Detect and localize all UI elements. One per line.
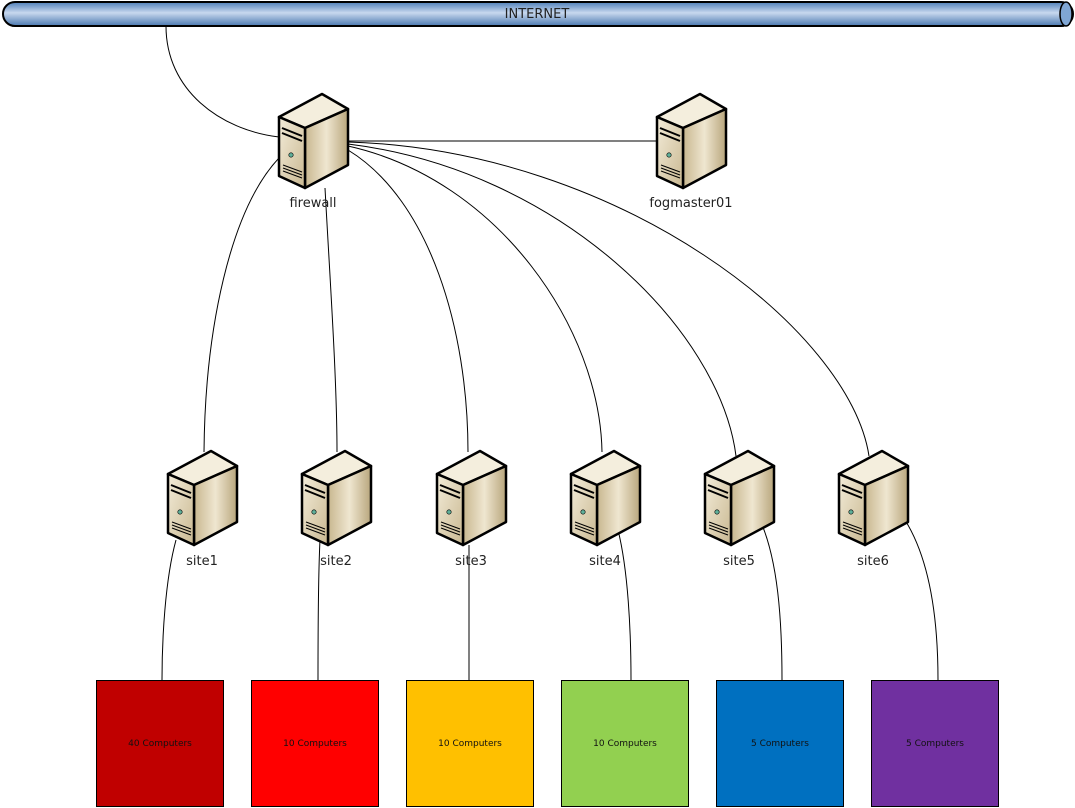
connector-internet-firewall: [165, 25, 280, 138]
computer-group-box: [251, 680, 379, 807]
site-3: site3 10 Computers: [406, 449, 534, 807]
computer-group-box: [871, 680, 999, 807]
connector-firewall-site6: [347, 141, 870, 457]
server-icon: [655, 92, 728, 190]
fogmaster-server: fogmaster01: [649, 92, 733, 211]
internet-backbone: INTERNET: [2, 1, 1074, 27]
internet-label: INTERNET: [505, 7, 570, 22]
site-label: site5: [723, 554, 755, 569]
site-label: site6: [857, 554, 889, 569]
computer-count-label: 5 Computers: [751, 739, 809, 749]
server-icon: [703, 449, 776, 547]
site-label: site4: [589, 554, 621, 569]
server-icon: [837, 449, 910, 547]
site-5: site5 5 Computers: [703, 449, 844, 807]
connector-site5-box: [759, 519, 783, 681]
connector-site2-box: [317, 539, 321, 681]
computer-group-box: [716, 680, 844, 807]
site-label: site1: [186, 554, 218, 569]
computer-count-label: 5 Computers: [906, 739, 964, 749]
server-icon: [300, 449, 373, 547]
firewall-label: firewall: [289, 196, 336, 211]
computer-count-label: 10 Computers: [438, 739, 502, 749]
connector-firewall-site1: [203, 157, 280, 453]
connector-firewall-site3: [347, 149, 469, 453]
firewall-server: firewall: [277, 92, 350, 211]
computer-count-label: 10 Computers: [593, 739, 657, 749]
computer-group-box: [406, 680, 534, 807]
computer-group-box: [561, 680, 689, 807]
site-label: site2: [320, 554, 352, 569]
connector-site4-box: [617, 529, 632, 681]
computer-group-box: [96, 680, 224, 807]
connector-site6-box: [904, 519, 939, 681]
server-icon: [277, 92, 350, 190]
server-icon: [166, 449, 239, 547]
connector-site1-box: [161, 539, 177, 681]
computer-count-label: 10 Computers: [283, 739, 347, 749]
server-icon: [435, 449, 508, 547]
connector-firewall-site2: [324, 187, 338, 453]
site-4: site4 10 Computers: [561, 449, 689, 807]
site-2: site2 10 Computers: [251, 449, 379, 807]
server-icon: [569, 449, 642, 547]
connector-firewall-site5: [347, 143, 737, 457]
site-label: site3: [455, 554, 487, 569]
connector-firewall-site4: [347, 145, 603, 453]
connectors: [161, 25, 939, 681]
site-6: site6 5 Computers: [837, 449, 999, 807]
fogmaster-label: fogmaster01: [649, 196, 732, 211]
computer-count-label: 40 Computers: [128, 739, 192, 749]
site-1: site1 40 Computers: [96, 449, 239, 807]
